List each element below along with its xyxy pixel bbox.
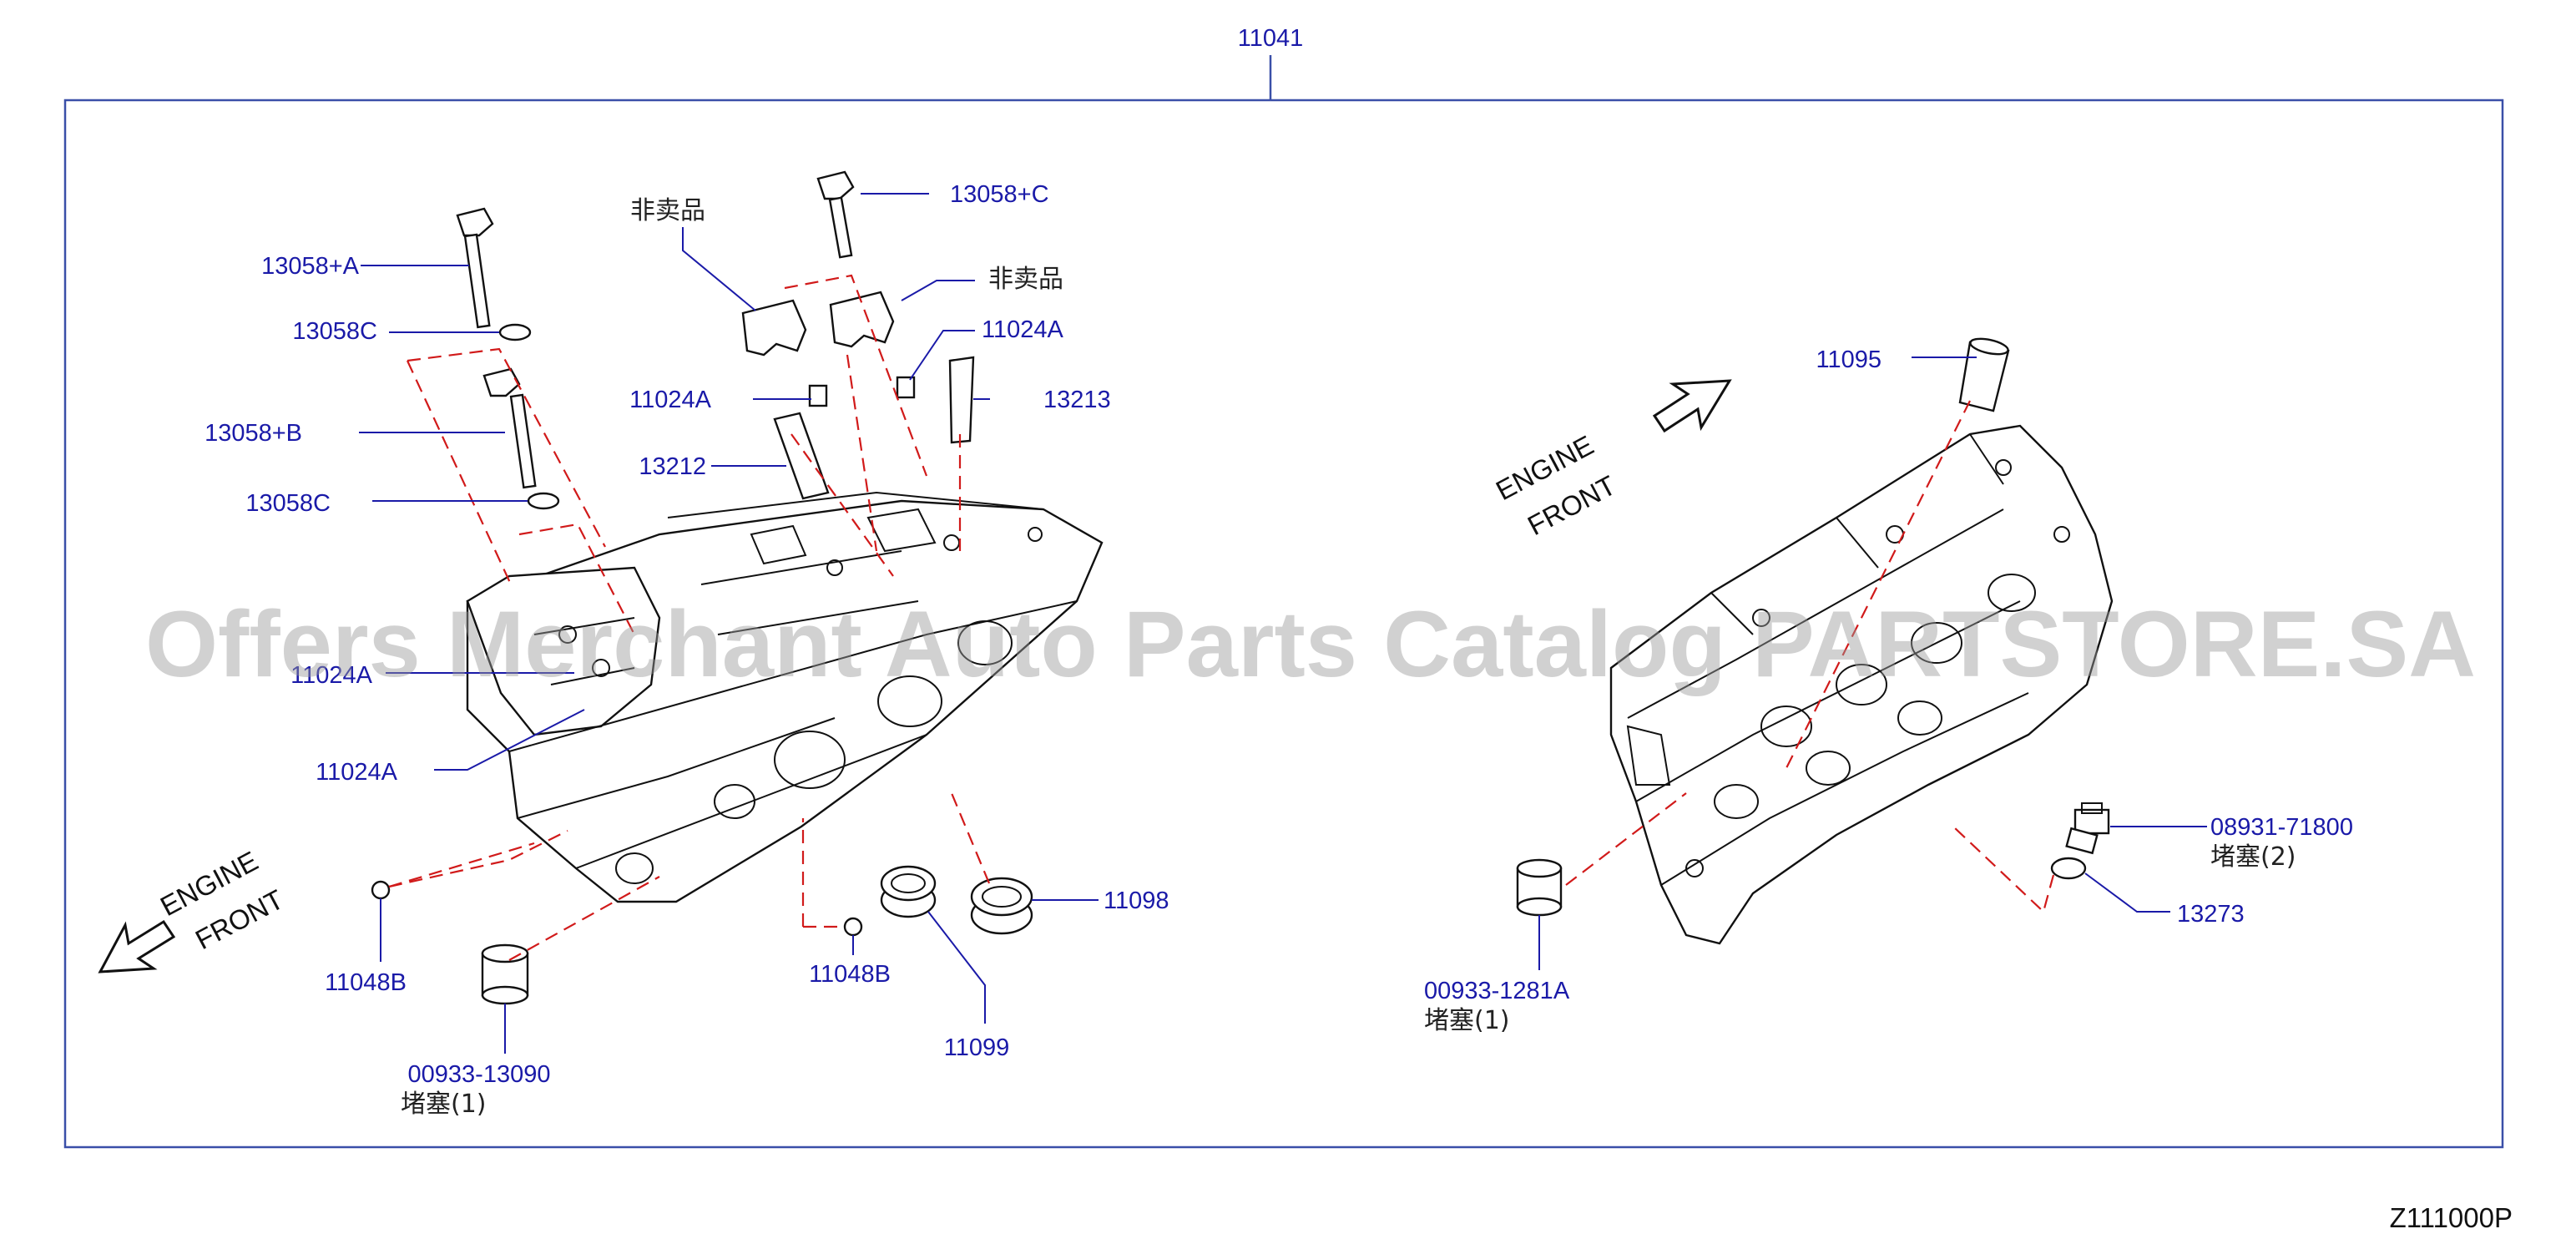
bearing-cap-left [741, 299, 807, 357]
left-small-parts [371, 170, 1033, 1005]
label-11048b-left[interactable]: 11048B [325, 969, 407, 996]
washer-13273 [2050, 857, 2087, 880]
right-cylinder-head-drawing [1609, 424, 2114, 945]
right-small-parts [1516, 337, 2110, 917]
dowel-11024a-1 [808, 384, 828, 407]
washer-13058c-upper [498, 323, 532, 341]
left-centerlines [388, 274, 991, 961]
right-part-labels: 11095 08931-71800 堵塞(2) 13273 00933-1281… [1424, 346, 2353, 1035]
label-00933-1281a[interactable]: 00933-1281A [1424, 978, 1570, 1004]
plug-00933-1281a [1516, 858, 1563, 917]
assembly-number[interactable]: 11041 [1238, 25, 1304, 52]
label-13058c-lower[interactable]: 13058C [245, 490, 331, 517]
label-11048b-middle[interactable]: 11048B [809, 961, 891, 988]
valve-guide-13212 [773, 412, 830, 500]
plug-08931-71800 [2065, 802, 2110, 855]
right-front-arrow-icon [1652, 379, 1732, 433]
valve-guide-13213 [948, 356, 975, 444]
label-08931-71800[interactable]: 08931-71800 [2210, 814, 2353, 841]
dowel-11024a-2 [896, 376, 916, 399]
label-13058c-upper[interactable]: 13058C [292, 318, 377, 345]
left-front-arrow-icon [98, 919, 176, 974]
label-11024a-lower-2[interactable]: 11024A [316, 759, 397, 786]
label-13213[interactable]: 13213 [1043, 387, 1111, 413]
bolt-13058-a [456, 207, 494, 329]
label-11095[interactable]: 11095 [1816, 346, 1882, 373]
sleeve-11095 [1958, 337, 2010, 412]
label-11024a-lower-1[interactable]: 11024A [290, 662, 372, 689]
right-centerlines [1565, 400, 2055, 914]
seal-11099 [880, 865, 937, 918]
label-13058-a[interactable]: 13058+A [261, 253, 360, 280]
label-plug-note-left: 堵塞(1) [401, 1090, 487, 1119]
right-engine-front-indicator: ENGINE FRONT [1491, 379, 1732, 541]
label-plug-note-right-2: 堵塞(1) [1424, 1006, 1510, 1035]
label-plug-note-right: 堵塞(2) [2210, 842, 2296, 872]
assembly-frame: 11041 [63, 25, 2504, 1149]
ball-11048b-middle [843, 917, 863, 937]
watermark: Offers Merchant Auto Parts Catalog PARTS… [145, 592, 2476, 696]
figure-code: Z111000P [2390, 1202, 2513, 1233]
label-11099[interactable]: 11099 [944, 1034, 1010, 1061]
bolt-13058-b [482, 367, 537, 489]
left-part-labels: 13058+A 13058C 13058+B 13058C 非卖品 13058+… [205, 181, 1169, 1119]
seal-11098 [970, 877, 1033, 935]
left-engine-front-indicator: ENGINE FRONT [98, 845, 289, 974]
label-13058-b[interactable]: 13058+B [205, 420, 302, 447]
bolt-13058-c [816, 170, 855, 259]
right-leader-lines [1538, 357, 2207, 970]
ball-11048b-left [371, 880, 391, 900]
label-11024a-left[interactable]: 11024A [629, 387, 711, 413]
label-not-sold-2: 非卖品 [988, 265, 1063, 294]
bearing-cap-right [829, 291, 895, 348]
label-11024a-right[interactable]: 11024A [982, 316, 1063, 343]
label-11098[interactable]: 11098 [1104, 888, 1169, 914]
washer-13058c-lower [527, 492, 560, 510]
left-leader-lines [359, 193, 1099, 1054]
label-not-sold-1: 非卖品 [630, 196, 705, 225]
label-13058-c[interactable]: 13058+C [950, 181, 1049, 208]
left-cylinder-head-drawing [466, 491, 1104, 903]
label-00933-13090[interactable]: 00933-13090 [408, 1061, 551, 1088]
label-13273[interactable]: 13273 [2177, 901, 2245, 928]
label-13212[interactable]: 13212 [639, 453, 706, 480]
